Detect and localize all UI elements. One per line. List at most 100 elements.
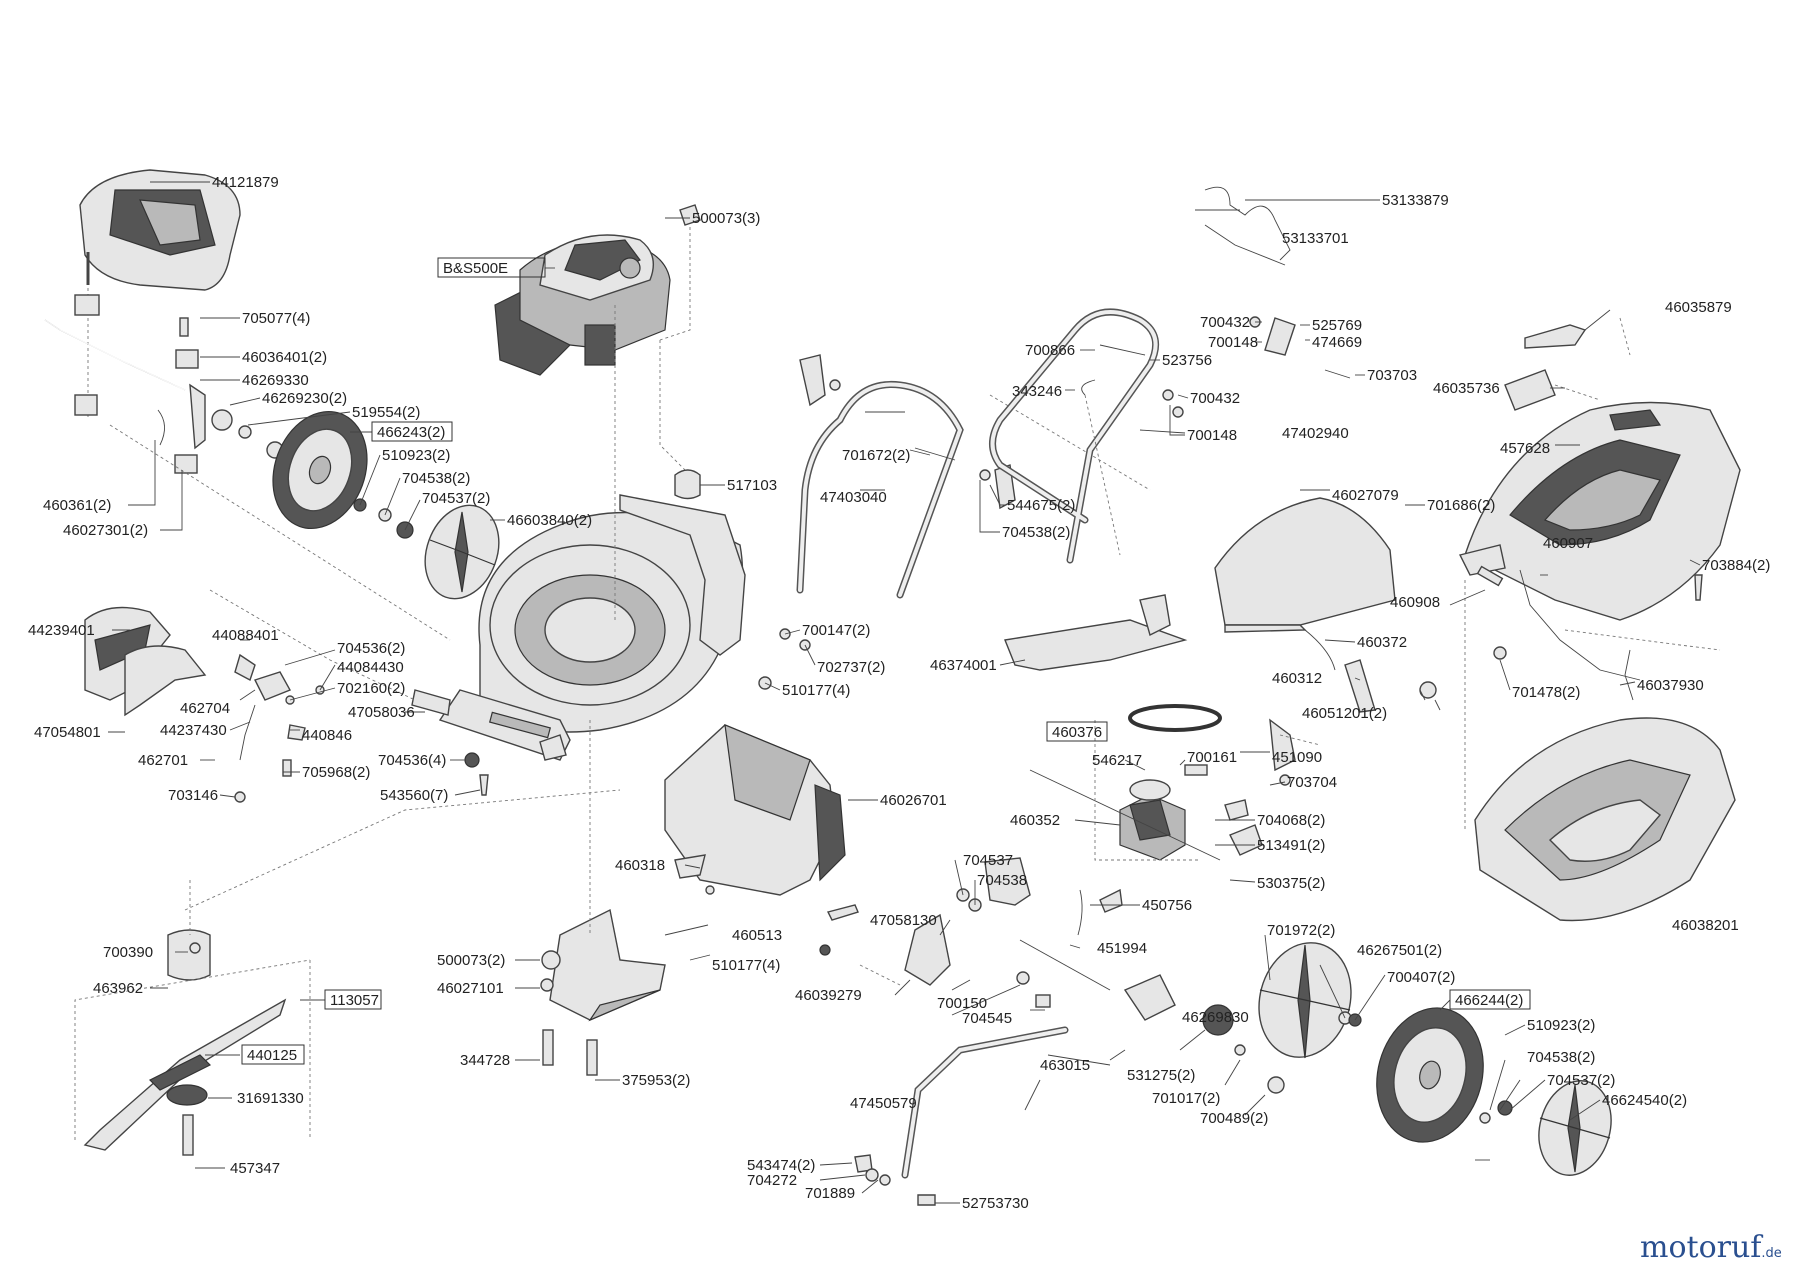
label-460361: 460361(2) [43,497,111,514]
label-704272: 704272 [747,1172,797,1189]
label-700432-bottom: 700432 [1190,390,1240,407]
watermark-logo: motoruf.de [1640,1230,1782,1265]
rear-wheel-right [1376,1007,1484,1143]
label-700161: 700161 [1187,749,1237,766]
label-46035736: 46035736 [1433,380,1500,397]
label-31691330: 31691330 [237,1090,304,1107]
label-704545: 704545 [962,1010,1012,1027]
engine-part [494,234,671,376]
label-44121879: 44121879 [212,174,279,191]
label-704537-right: 704537(2) [1547,1072,1615,1089]
label-47402940: 47402940 [1282,425,1349,442]
label-531275: 531275(2) [1127,1067,1195,1084]
label-46269330: 46269330 [242,372,309,389]
label-700407: 700407(2) [1387,969,1455,986]
label-702160: 702160(2) [337,680,405,697]
label-46267501: 46267501(2) [1357,942,1442,959]
gearbox-part [1119,779,1186,861]
label-466244: 466244(2) [1455,992,1523,1009]
label-460352: 460352 [1010,812,1060,829]
label-113057: 113057 [330,992,379,1009]
label-47450579: 47450579 [850,1095,917,1112]
label-box-466244 [1449,989,1531,1010]
label-engine-model: B&S500E [443,260,508,277]
label-463962: 463962 [93,980,143,997]
label-701889: 701889 [805,1185,855,1202]
rear-flap-part [1004,594,1188,671]
label-544675: 544675(2) [1007,497,1075,514]
label-46269230: 46269230(2) [262,390,347,407]
label-box-113057 [324,989,382,1010]
label-546217: 546217 [1092,752,1142,769]
label-513491: 513491(2) [1257,837,1325,854]
label-344728: 344728 [460,1052,510,1069]
label-460908: 460908 [1390,594,1440,611]
hubcap-right [1538,1080,1612,1176]
bolt-part [74,252,100,316]
hubcap-left [424,504,500,600]
label-box-440125 [241,1044,305,1065]
label-510177-bottom: 510177(4) [712,957,780,974]
label-705077: 705077(4) [242,310,310,327]
engine-cover-part [79,169,241,291]
label-460318: 460318 [615,857,665,874]
label-701972: 701972(2) [1267,922,1335,939]
label-375953: 375953(2) [622,1072,690,1089]
label-457347: 457347 [230,1160,280,1177]
label-704537-mid: 704537 [963,852,1013,869]
part-number-labels: 44121879 705077(4) 46036401(2) 46269330 … [28,174,1770,1212]
label-704536-2: 704536(2) [337,640,405,657]
label-44084430: 44084430 [337,659,404,676]
label-46269830: 46269830 [1182,1009,1249,1026]
label-46624540: 46624540(2) [1602,1092,1687,1109]
label-704538-mid: 704538 [977,872,1027,889]
label-519554: 519554(2) [352,404,420,421]
label-463015: 463015 [1040,1057,1090,1074]
label-700150: 700150 [937,995,987,1012]
label-704068: 704068(2) [1257,812,1325,829]
label-450756: 450756 [1142,897,1192,914]
label-47058036: 47058036 [348,704,415,721]
label-700148-bottom: 700148 [1187,427,1237,444]
label-47403040: 47403040 [820,489,887,506]
label-462704: 462704 [180,700,230,717]
label-440125: 440125 [247,1047,297,1064]
grass-bag-part [1474,717,1736,922]
label-46051201: 46051201(2) [1302,705,1387,722]
label-46027101: 46027101 [437,980,504,997]
label-47054801: 47054801 [34,724,101,741]
label-44239401: 44239401 [28,622,95,639]
grass-catcher-lid-part [1214,497,1396,671]
label-460376: 460376 [1052,724,1102,741]
leader-lines [108,181,1701,1204]
label-box-460376 [1046,721,1108,742]
label-702737: 702737(2) [817,659,885,676]
label-460513: 460513 [732,927,782,944]
label-700489: 700489(2) [1200,1110,1268,1127]
label-451994: 451994 [1097,940,1147,957]
upper-handle-part [989,308,1160,564]
label-466243: 466243(2) [377,424,445,441]
mower-deck-part [438,494,746,761]
label-460907: 460907 [1543,535,1593,552]
label-543474: 543474(2) [747,1157,815,1174]
label-700147: 700147(2) [802,622,870,639]
label-46026701: 46026701 [880,792,947,809]
label-703146: 703146 [168,787,218,804]
lower-handle-part [796,380,964,599]
label-525769: 525769 [1312,317,1362,334]
label-701478: 701478(2) [1512,684,1580,701]
watermark-suffix: .de [1761,1246,1781,1261]
label-500073-2: 500073(2) [437,952,505,969]
watermark-main: motoruf [1640,1230,1763,1265]
label-510923-right: 510923(2) [1527,1017,1595,1034]
label-703884: 703884(2) [1702,557,1770,574]
label-543560: 543560(7) [380,787,448,804]
label-46027079: 46027079 [1332,487,1399,504]
rear-housing-part [664,724,846,896]
label-46603840: 46603840(2) [507,512,592,529]
label-44088401: 44088401 [212,627,279,644]
label-343246: 343246 [1012,383,1062,400]
